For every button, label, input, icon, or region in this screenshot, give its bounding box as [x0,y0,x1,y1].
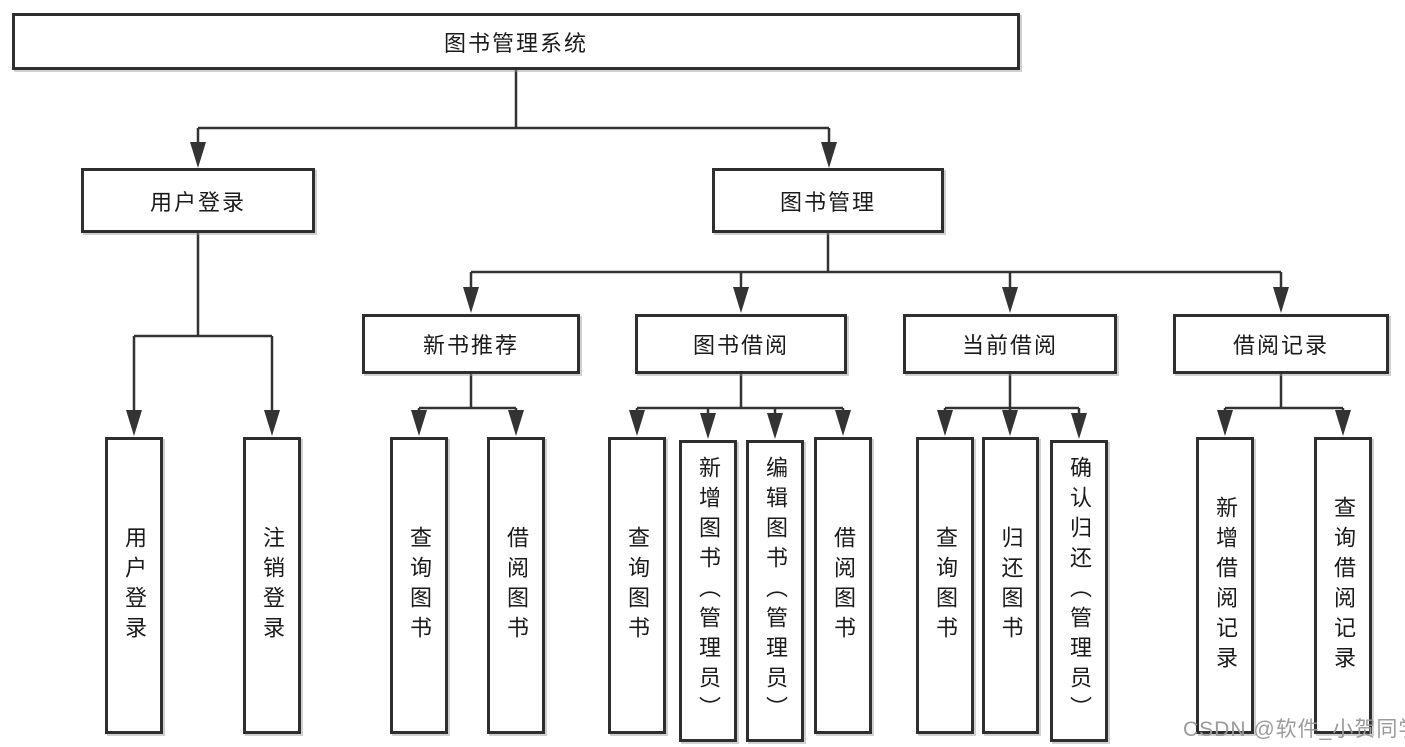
leaf-query-books-recommendation: 查询图书 [390,437,448,734]
leaf-label: 查询图书 [407,525,432,646]
leaf-query-borrow-record: 查询借阅记录 [1314,437,1372,734]
node-library-management-system: 图书管理系统 [12,13,1020,70]
leaf-add-borrow-record: 新增借阅记录 [1196,437,1254,734]
leaf-borrow-books: 借阅图书 [814,437,872,734]
leaf-label: 编辑图书（管理员） [763,456,788,726]
leaf-return-books: 归还图书 [982,437,1039,734]
node-book-management: 图书管理 [712,168,944,233]
leaf-label: 注销登录 [260,525,285,646]
node-book-borrowing: 图书借阅 [635,314,847,374]
leaf-query-books-borrowing: 查询图书 [608,437,666,734]
csdn-watermark: CSDN @软件_小贺同学 [1183,718,1405,741]
node-user-login: 用户登录 [81,168,315,233]
leaf-label: 借阅图书 [831,525,856,646]
leaf-label: 新增图书（管理员） [696,456,721,726]
node-new-book-recommendation: 新书推荐 [362,314,580,374]
arrowhead-icons [126,142,1351,439]
leaf-borrow-books-recommendation: 借阅图书 [487,437,545,734]
leaf-label: 用户登录 [122,525,147,646]
leaf-label: 确认归还（管理员） [1067,456,1092,726]
leaf-query-books-current: 查询图书 [916,437,974,734]
leaf-label: 新增借阅记录 [1213,495,1238,676]
node-current-borrowing: 当前借阅 [903,314,1117,374]
leaf-label: 查询图书 [625,525,650,646]
node-borrowing-records: 借阅记录 [1173,314,1389,374]
leaf-add-books-admin: 新增图书（管理员） [679,440,737,742]
leaf-label: 归还图书 [998,525,1024,646]
leaf-label: 借阅图书 [504,525,529,646]
leaf-logout: 注销登录 [243,437,301,734]
leaf-label: 查询图书 [933,525,958,646]
leaf-user-login: 用户登录 [105,437,163,734]
leaf-edit-books-admin: 编辑图书（管理员） [746,440,804,742]
leaf-label: 查询借阅记录 [1331,495,1356,676]
leaf-confirm-return-admin: 确认归还（管理员） [1050,440,1108,742]
